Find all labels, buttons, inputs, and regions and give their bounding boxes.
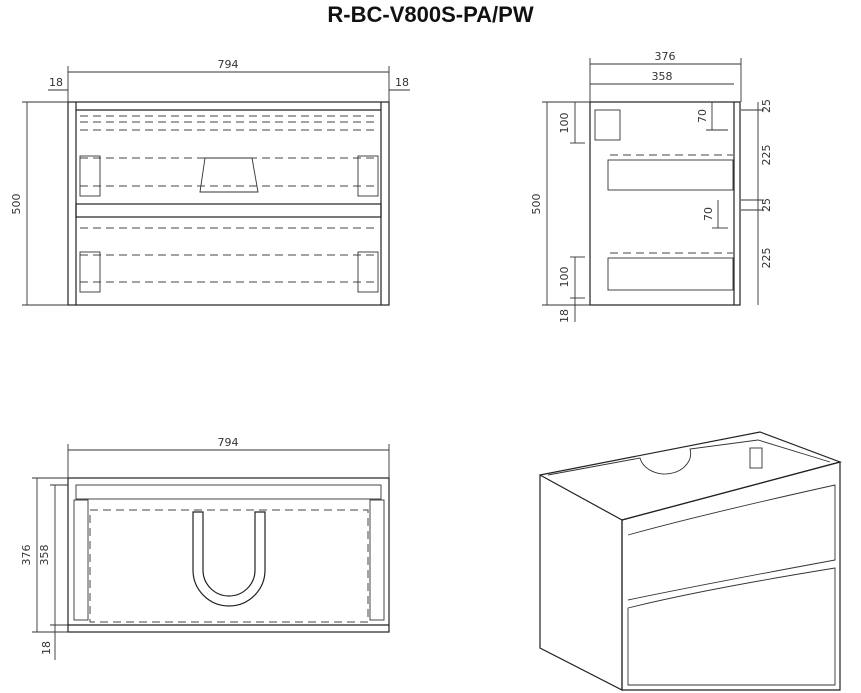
top-back-label: 18: [40, 641, 53, 655]
side-drawer-gap-bottom-label: 70: [702, 207, 715, 221]
side-plinth-label: 18: [558, 309, 571, 323]
side-drawer-gap-top-label: 70: [696, 109, 709, 123]
front-height-label: 500: [10, 194, 23, 215]
top-depth-label: 376: [20, 545, 33, 566]
side-drawer-top-label: 225: [760, 145, 773, 166]
top-inner-depth-label: 358: [38, 545, 51, 566]
side-view: 376 358 500 100 100 18 70 70 25 25 225 2…: [530, 50, 773, 323]
side-top-offset-label: 100: [558, 113, 571, 134]
side-inner-depth-label: 358: [652, 70, 673, 83]
side-top-gap-label: 25: [760, 99, 773, 113]
drawing-title: R-BC-V800S-PA/PW: [327, 2, 534, 27]
front-side-right-label: 18: [395, 76, 409, 89]
front-side-left-label: 18: [49, 76, 63, 89]
side-bottom-offset-label: 100: [558, 267, 571, 288]
front-width-label: 794: [218, 58, 239, 71]
top-width-label: 794: [218, 436, 239, 449]
front-view: 794 18 18 500: [10, 58, 410, 306]
side-drawer-bottom-label: 225: [760, 248, 773, 269]
side-height-label: 500: [530, 194, 543, 215]
side-depth-label: 376: [655, 50, 676, 63]
top-view: 794 376 358 18: [20, 436, 390, 660]
side-mid-gap-label: 25: [760, 198, 773, 212]
isometric-view: [539, 431, 842, 691]
